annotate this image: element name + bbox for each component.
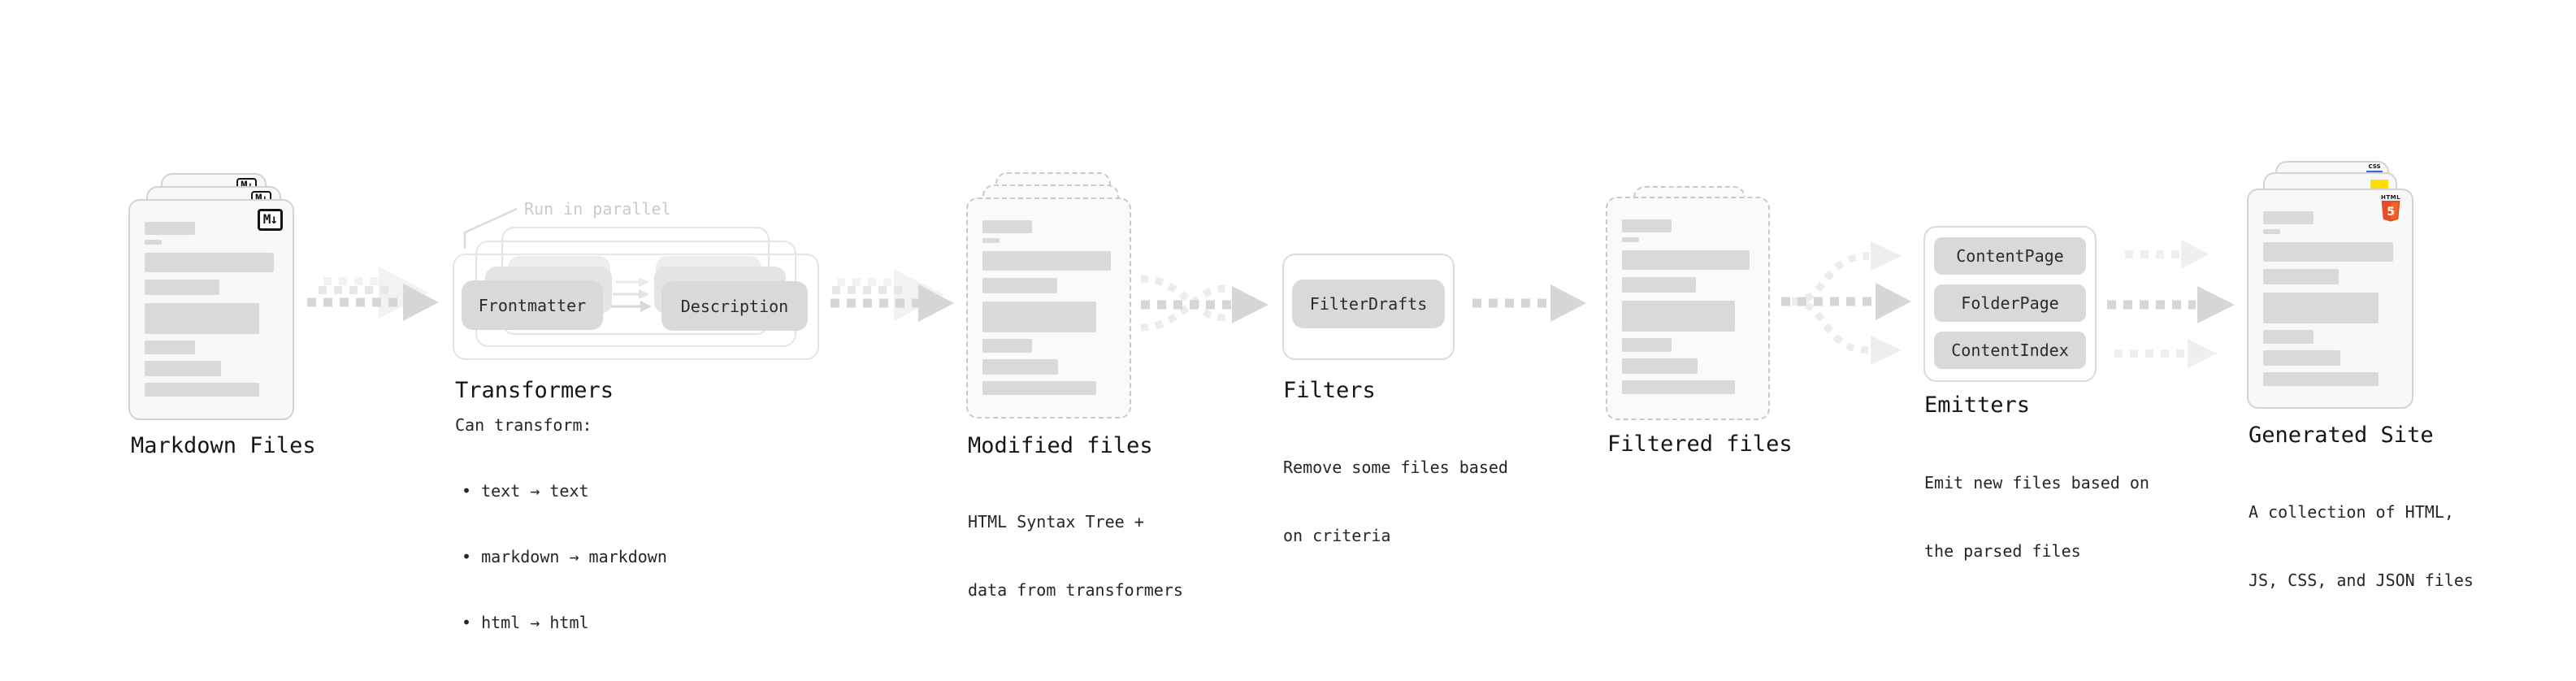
markdown-files-title: Markdown Files bbox=[131, 433, 316, 458]
document-content-placeholder bbox=[2263, 211, 2396, 386]
filters-title: Filters bbox=[1283, 378, 1376, 403]
emitters-description: Emit new files based on the parsed files bbox=[1924, 426, 2149, 608]
frontmatter-pill: Frontmatter bbox=[462, 280, 603, 330]
document-content-placeholder bbox=[1622, 219, 1752, 394]
transform-bullet: • markdown → markdown bbox=[462, 547, 667, 566]
description-line: on criteria bbox=[1283, 526, 1391, 545]
generated-site-title: Generated Site bbox=[2249, 423, 2434, 448]
description-line: Remove some files based bbox=[1283, 458, 1508, 477]
arrow-emitters-to-generated bbox=[2107, 240, 2235, 368]
run-in-parallel-leader-line bbox=[463, 207, 518, 249]
modified-files-stack bbox=[966, 172, 1131, 419]
modified-files-title: Modified files bbox=[968, 433, 1153, 458]
description-line: JS, CSS, and JSON files bbox=[2249, 570, 2474, 590]
arrow-filters-to-filtered bbox=[1472, 284, 1586, 322]
css-icon: CSS bbox=[2366, 164, 2383, 173]
description-line: the parsed files bbox=[1924, 541, 2081, 561]
filtered-file-card bbox=[1606, 197, 1770, 420]
description-line: data from transformers bbox=[968, 580, 1183, 600]
filtered-files-title: Filtered files bbox=[1607, 432, 1793, 457]
arrow-modified-to-filters bbox=[1140, 275, 1268, 332]
emitters-title: Emitters bbox=[1924, 393, 2031, 418]
html-file-card: HTML 5 bbox=[2247, 189, 2413, 409]
modified-file-card bbox=[966, 197, 1131, 419]
html5-icon-label: HTML bbox=[2380, 194, 2401, 201]
document-content-placeholder bbox=[982, 220, 1113, 395]
transformers-group-front bbox=[453, 254, 819, 360]
description-line: HTML Syntax Tree + bbox=[968, 512, 1144, 531]
transform-bullet: • text → text bbox=[462, 481, 589, 501]
filters-description: Remove some files based on criteria bbox=[1283, 410, 1508, 592]
markdown-file-card: M↓ bbox=[128, 199, 294, 420]
contentpage-pill: ContentPage bbox=[1934, 237, 2086, 275]
transformers-title: Transformers bbox=[455, 378, 614, 403]
description-line: A collection of HTML, bbox=[2249, 502, 2454, 522]
html5-icon: HTML 5 bbox=[2380, 195, 2401, 224]
modified-files-description: HTML Syntax Tree + data from transformer… bbox=[968, 465, 1183, 647]
markdown-files-stack: M↓ M↓ M↓ bbox=[128, 173, 294, 420]
transformers-bullet-list: • text → text • markdown → markdown • ht… bbox=[462, 436, 667, 678]
description-pill: Description bbox=[661, 281, 808, 331]
generated-site-stack: CSS HTML 5 bbox=[2247, 161, 2413, 409]
transformer-pill-arrows bbox=[608, 277, 652, 312]
javascript-icon bbox=[2370, 180, 2388, 189]
arrow-markdown-to-transformers bbox=[307, 267, 439, 321]
filtered-files-stack bbox=[1606, 186, 1770, 420]
arrow-filtered-to-emitters bbox=[1781, 241, 1911, 365]
contentindex-pill: ContentIndex bbox=[1934, 332, 2086, 369]
transform-bullet: • html → html bbox=[462, 613, 589, 632]
arrow-transformers-to-modified bbox=[830, 269, 954, 322]
markdown-icon: M↓ bbox=[257, 209, 283, 231]
folderpage-pill: FolderPage bbox=[1934, 284, 2086, 322]
html5-icon-number: 5 bbox=[2387, 206, 2395, 219]
css-icon-underline bbox=[2366, 171, 2383, 173]
html5-shield: 5 bbox=[2381, 201, 2400, 222]
filterdrafts-pill: FilterDrafts bbox=[1292, 280, 1445, 328]
generated-site-description: A collection of HTML, JS, CSS, and JSON … bbox=[2249, 455, 2474, 637]
run-in-parallel-note: Run in parallel bbox=[524, 199, 671, 219]
css-icon-label: CSS bbox=[2368, 163, 2381, 170]
description-line: Emit new files based on bbox=[1924, 473, 2149, 492]
document-content-placeholder bbox=[145, 222, 276, 397]
transformers-description: Can transform: bbox=[455, 415, 592, 435]
